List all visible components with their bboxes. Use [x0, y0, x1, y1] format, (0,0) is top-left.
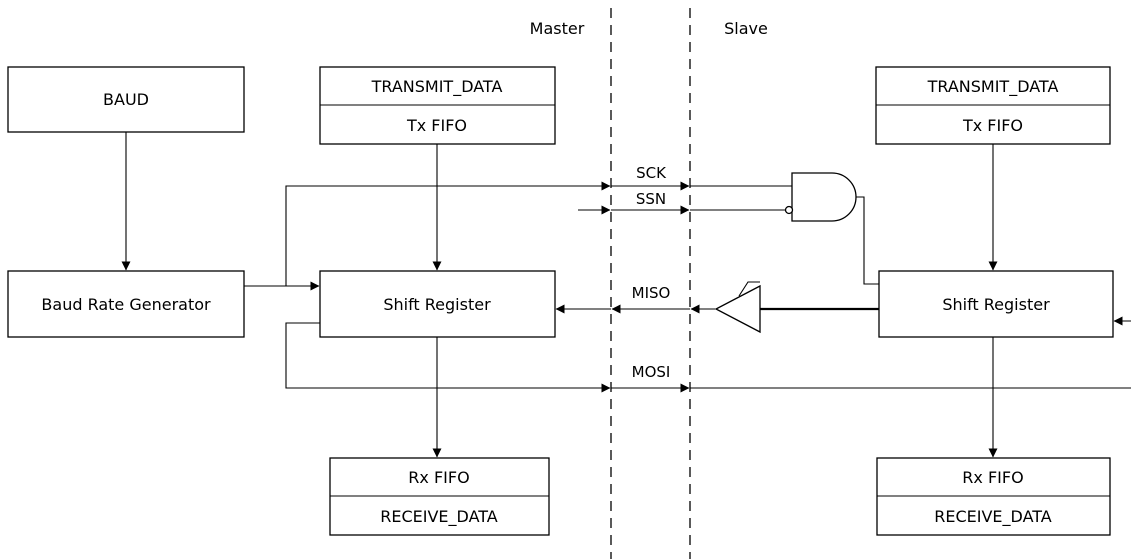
master-rx-block: Rx FIFO RECEIVE_DATA: [329, 457, 550, 536]
master-rx-fifo-label: Rx FIFO: [408, 468, 469, 487]
master-mosi-wire: [285, 322, 611, 393]
and-gate-icon: [784, 172, 857, 222]
slave-shift-register-block: Shift Register: [878, 270, 1114, 338]
master-receive-data-label: RECEIVE_DATA: [380, 507, 498, 527]
slave-tx-fifo-label: Tx FIFO: [962, 116, 1023, 135]
tristate-buffer-icon: [714, 281, 761, 334]
baud-rate-generator-block: Baud Rate Generator: [7, 270, 245, 338]
baud-label: BAUD: [103, 90, 149, 109]
ssn-label: SSN: [636, 190, 666, 208]
slave-tx-block: TRANSMIT_DATA Tx FIFO: [875, 66, 1111, 145]
slave-shift-register-label: Shift Register: [942, 295, 1050, 314]
baud-rate-generator-label: Baud Rate Generator: [41, 295, 211, 314]
miso-label: MISO: [632, 284, 671, 302]
gate-to-slave-shift-wire: [856, 196, 879, 285]
master-shift-register-label: Shift Register: [383, 295, 491, 314]
master-section-label: Master: [530, 19, 585, 38]
slave-rx-fifo-label: Rx FIFO: [962, 468, 1023, 487]
mosi-label: MOSI: [632, 363, 671, 381]
master-shift-register-block: Shift Register: [319, 270, 556, 338]
slave-rx-block: Rx FIFO RECEIVE_DATA: [876, 457, 1111, 536]
slave-receive-data-label: RECEIVE_DATA: [934, 507, 1052, 527]
master-sck-wire: [285, 181, 611, 286]
slave-transmit-data-label: TRANSMIT_DATA: [927, 77, 1059, 97]
sck-label: SCK: [636, 164, 667, 182]
master-transmit-data-label: TRANSMIT_DATA: [371, 77, 503, 97]
baud-block: BAUD: [7, 66, 245, 133]
master-tx-block: TRANSMIT_DATA Tx FIFO: [319, 66, 556, 145]
master-tx-fifo-label: Tx FIFO: [406, 116, 467, 135]
slave-section-label: Slave: [724, 19, 768, 38]
